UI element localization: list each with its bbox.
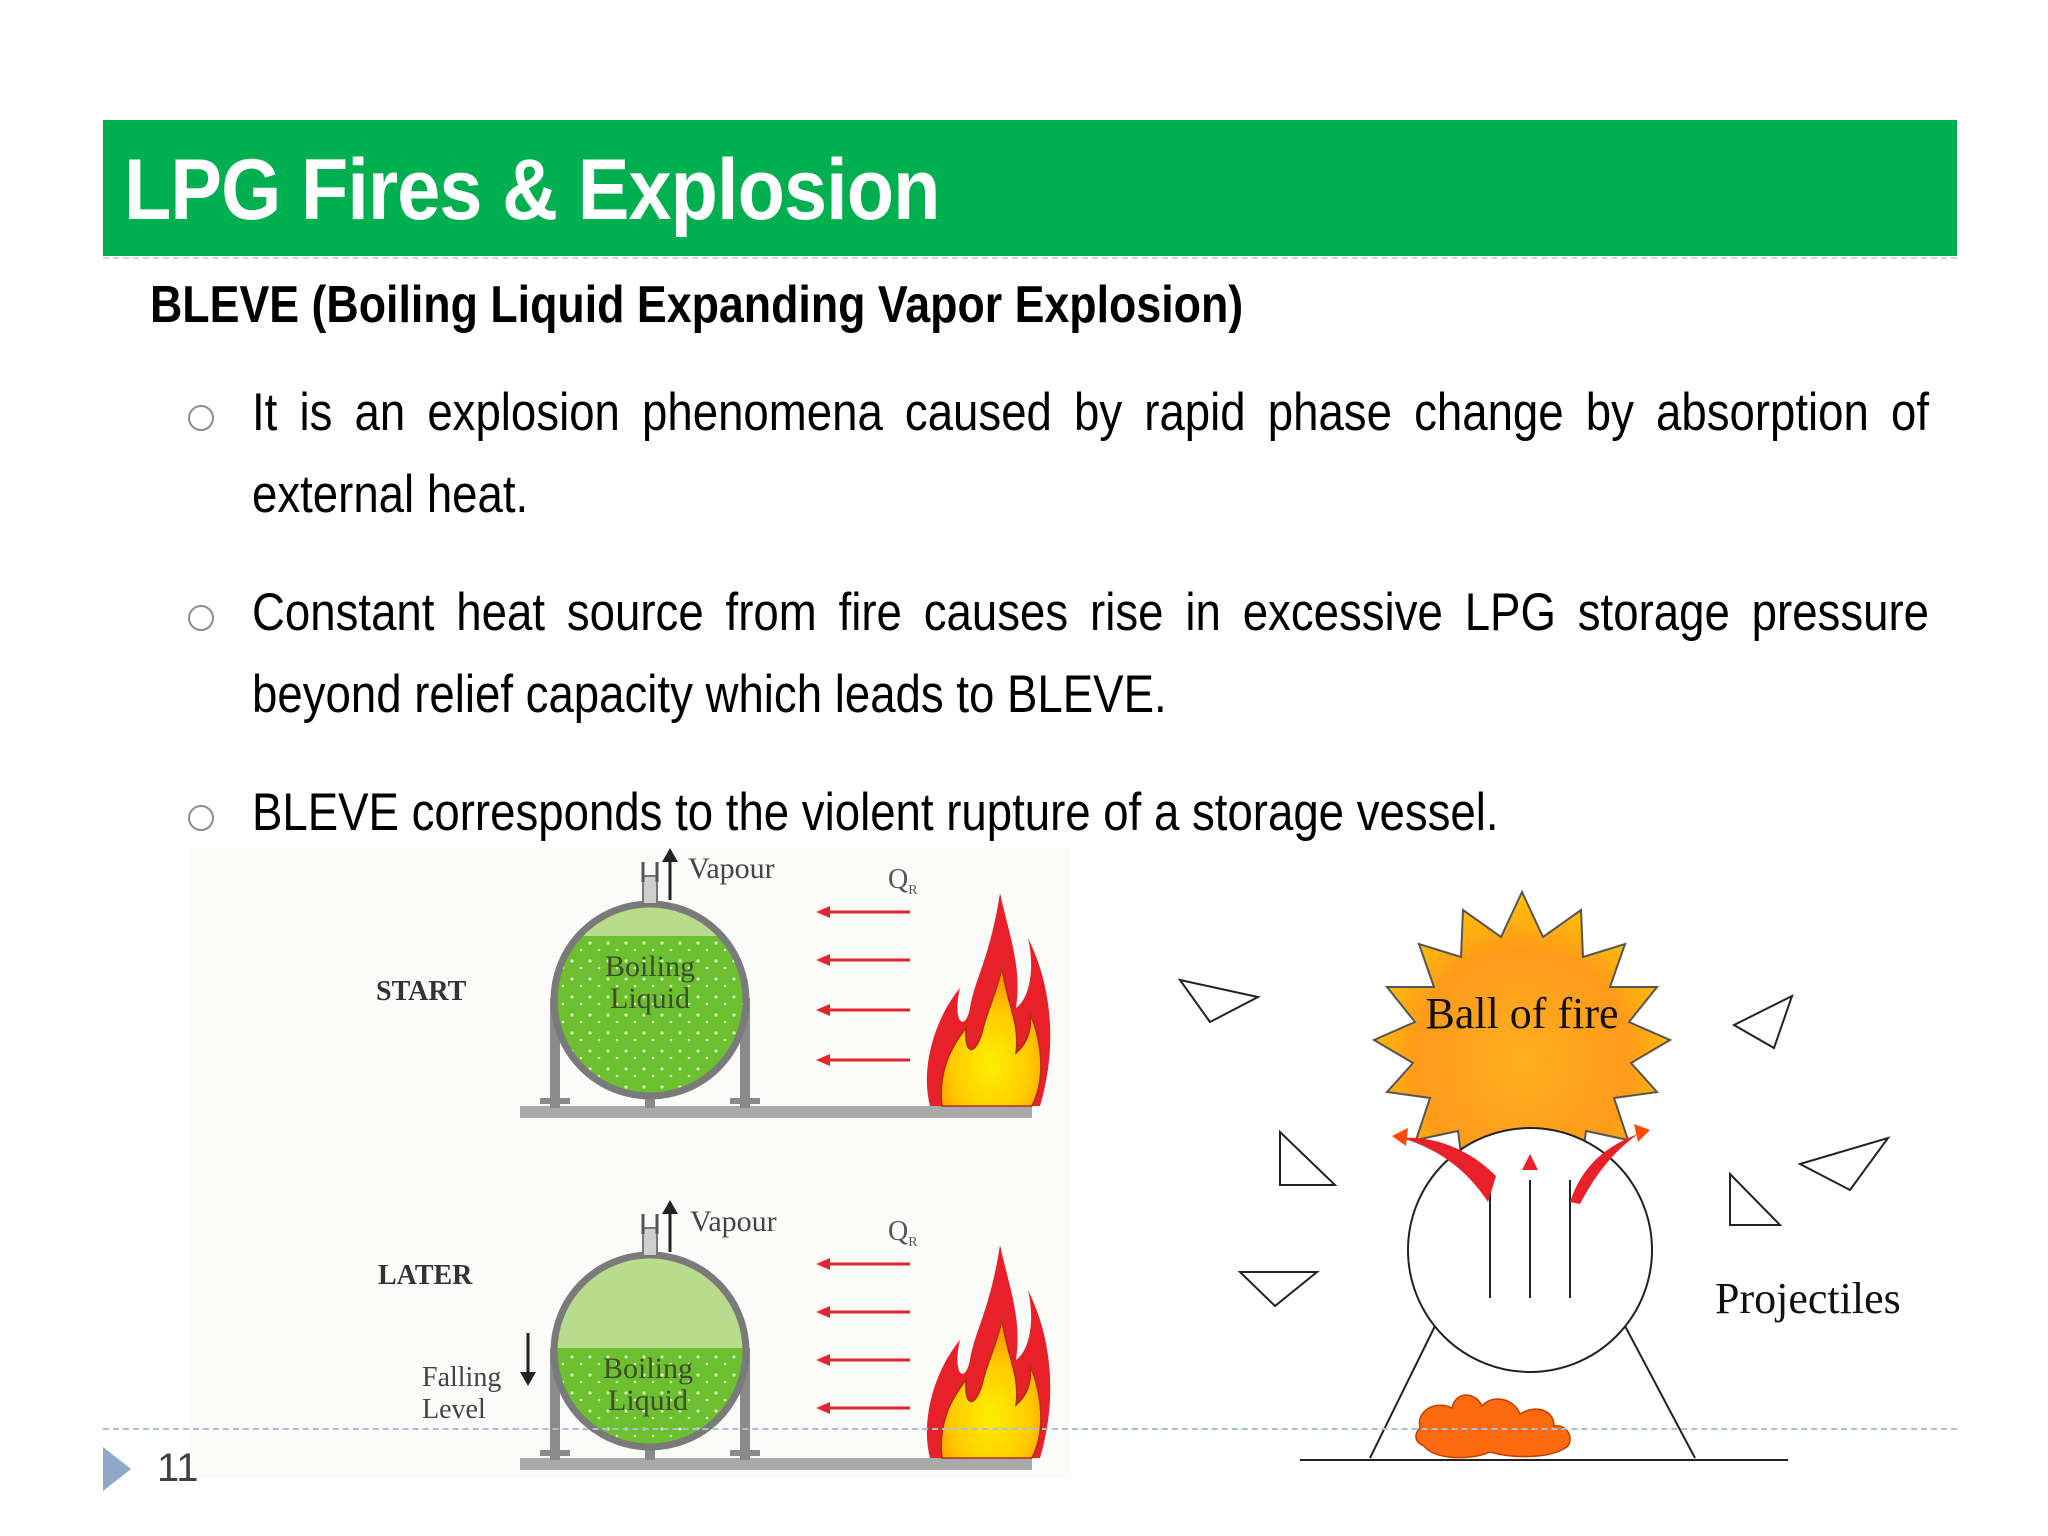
start-stage: START Vapour Boiling Liquid QR	[376, 848, 1051, 1118]
release-arrow-icon	[1522, 1154, 1538, 1170]
later-liquid-label-line2: Liquid	[608, 1384, 688, 1417]
falling-level-label-line1: Falling	[422, 1362, 501, 1393]
relief-valve-icon	[642, 1227, 658, 1257]
ejection-jet-left	[1402, 1137, 1496, 1202]
start-stage-label: START	[376, 976, 467, 1007]
start-vapour-label: Vapour	[688, 852, 775, 885]
projectile-shard	[1177, 978, 1261, 1024]
page-arrow-icon	[103, 1447, 131, 1491]
title-bar	[103, 120, 1957, 259]
start-heat-label: QR	[888, 864, 918, 898]
bullet-circle-icon	[188, 805, 214, 831]
bullet-circle-icon	[188, 605, 214, 631]
bleve-stages-diagram: START Vapour Boiling Liquid QR	[190, 848, 1070, 1478]
later-liquid-label-line1: Boiling	[603, 1352, 693, 1385]
slide-title: LPG Fires & Explosion	[124, 142, 940, 238]
projectile-shard	[1279, 1129, 1338, 1186]
footer-divider	[103, 1428, 1957, 1430]
start-liquid-label-line1: Boiling	[605, 950, 695, 983]
falling-level-label-line2: Level	[422, 1394, 486, 1425]
fire-flame-icon	[926, 1245, 1051, 1459]
base-fire-icon	[1415, 1394, 1571, 1459]
fire-flame-icon	[926, 893, 1051, 1107]
projectile-shard	[1237, 1271, 1320, 1308]
bullet-item-2: Constant heat source from fire causes ri…	[252, 583, 1929, 724]
bullet-item-1: It is an explosion phenomena caused by r…	[252, 383, 1929, 524]
fireball-label: Ball of fire	[1425, 989, 1618, 1038]
ground-line	[520, 1458, 1032, 1470]
heat-flux-arrows	[816, 906, 910, 1066]
page-number: 11	[157, 1446, 199, 1490]
bullet-item-3: BLEVE corresponds to the violent rupture…	[252, 783, 1499, 842]
projectile-shard	[1729, 1171, 1783, 1226]
slide-subtitle: BLEVE (Boiling Liquid Expanding Vapor Ex…	[150, 276, 1244, 334]
heat-flux-arrows	[816, 1258, 910, 1414]
later-heat-label: QR	[888, 1216, 918, 1250]
vessel-leg	[1624, 1325, 1696, 1459]
bullet-circle-icon	[188, 405, 214, 431]
projectile-shard	[1731, 994, 1794, 1050]
projectiles-label: Projectiles	[1715, 1274, 1901, 1323]
start-liquid-label-line2: Liquid	[610, 982, 690, 1015]
release-flow-lines	[1489, 1180, 1571, 1298]
later-vapour-label: Vapour	[690, 1205, 777, 1238]
later-stage-label: LATER	[378, 1260, 473, 1291]
ground-line	[520, 1106, 1032, 1118]
bleve-rupture-diagram: Ball of fire Projectiles	[1177, 889, 1901, 1461]
relief-valve-icon	[642, 875, 658, 905]
projectile-shard	[1797, 1136, 1891, 1192]
ejection-jet-right	[1570, 1134, 1638, 1204]
vessel-leg	[1369, 1325, 1436, 1459]
projectile-shards	[1177, 978, 1891, 1308]
